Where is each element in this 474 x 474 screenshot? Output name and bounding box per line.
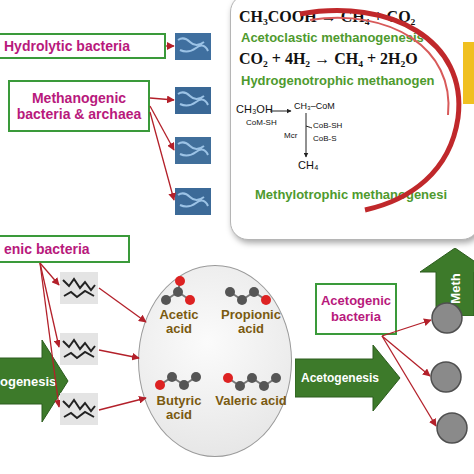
pathway-name: Acetoclastic methanogenesis xyxy=(241,30,424,45)
leader-arrows xyxy=(150,98,174,100)
leader-arrows xyxy=(166,45,174,46)
leader-arrows xyxy=(40,263,59,347)
arrow-shape xyxy=(295,345,400,411)
arrow-outline xyxy=(418,248,474,316)
pathway-name: Hydrogenotrophic methanogen xyxy=(241,73,435,88)
bacteria-box: Hydrolytic bacteria xyxy=(0,33,166,59)
acid-name: Propionic acid xyxy=(215,308,287,336)
organism-name: Acetogenic bacteria xyxy=(317,293,395,325)
organism-name: Methanogenic bacteria & archaea xyxy=(10,90,148,122)
acidogen-image xyxy=(60,272,98,304)
acidogen-image xyxy=(63,279,95,297)
methanogen-image xyxy=(175,188,211,215)
methanogen-image xyxy=(175,137,211,164)
stage-name: ogenesis xyxy=(0,374,56,389)
methanogen-image xyxy=(178,38,208,51)
methanogen-image xyxy=(175,33,211,215)
organism-name: enic bacteria xyxy=(4,241,90,257)
acid-pool: Acetic acidPropionic acidButyric acid Val… xyxy=(138,265,292,457)
methanogen-image xyxy=(178,142,208,155)
acetogen-cell xyxy=(431,362,461,392)
stage-arrow: Meth xyxy=(418,248,474,316)
methanogen-image xyxy=(178,92,208,105)
organism-name: Hydrolytic bacteria xyxy=(4,38,130,54)
methanogenesis-panel: CH₃COOH → CH₄ + CO₂ Acetoclastic methanog… xyxy=(230,0,474,240)
reaction-equation: CO₂ + 4H₂ → CH₄ + 2H₂O xyxy=(239,50,418,68)
acid-name: Butyric acid xyxy=(147,394,211,422)
reaction-equation: CH₃COOH → CH₄ + CO₂ xyxy=(239,8,415,26)
bacteria-box: Methanogenic bacteria & archaea xyxy=(8,80,150,132)
leader-arrows xyxy=(99,398,146,410)
bacteria-box: Acetogenic bacteria xyxy=(315,283,397,335)
acid-name: Valeric acid xyxy=(215,394,287,408)
acidogen-image xyxy=(60,272,98,425)
arrow-shape xyxy=(420,248,474,316)
acidogen-image xyxy=(60,333,98,365)
leader-arrows xyxy=(99,350,139,358)
methanogen-image xyxy=(175,33,211,60)
leader-arrows xyxy=(150,106,174,150)
leader-arrows xyxy=(99,288,146,322)
leader-arrows xyxy=(40,263,59,285)
pathway-name: Methylotrophic methanogenesi xyxy=(255,187,447,202)
stage-arrow: ogenesis xyxy=(0,340,68,422)
acidogen-image xyxy=(63,400,95,418)
acid-name: Acetic acid xyxy=(147,308,211,336)
acetogen-cell xyxy=(437,413,467,443)
bacteria-box: enic bacteria xyxy=(0,235,130,263)
methanogen-image xyxy=(175,87,211,114)
stage-arrow: Acetogenesis xyxy=(295,345,400,411)
stage-name: Meth xyxy=(448,273,463,303)
stage-name: Acetogenesis xyxy=(301,371,379,385)
acidogen-image xyxy=(60,393,98,425)
acetogen-cell xyxy=(431,303,467,443)
methanogen-image xyxy=(178,193,208,206)
arrow-shape xyxy=(0,340,68,422)
acidogen-image xyxy=(63,340,95,358)
leader-arrows xyxy=(150,112,174,200)
